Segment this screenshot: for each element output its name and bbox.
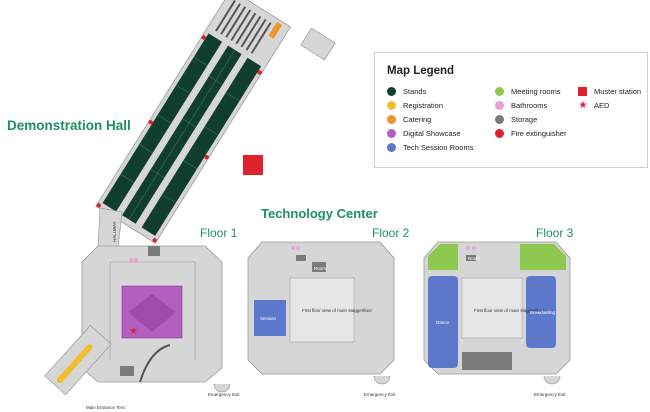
floor-2-session-caption: Session — [260, 316, 277, 321]
floor-3-room-caption: Room — [468, 256, 481, 261]
floor-3-plan — [423, 241, 571, 375]
storage-room — [462, 352, 512, 370]
tech-session-swatch-icon — [387, 143, 396, 152]
muster-station — [243, 155, 263, 175]
floor-2-plan — [247, 241, 395, 375]
floor-1-label: Floor 1 — [200, 226, 238, 240]
svg-text:HALLWAY: HALLWAY — [112, 221, 117, 242]
legend-item-label: Digital Showcase — [403, 129, 461, 138]
technology-center-title: Technology Center — [261, 206, 378, 221]
legend-item-digital-showcase: Digital Showcase — [387, 129, 461, 138]
floor-1-plan: ★ — [81, 245, 223, 383]
legend-item-storage: Storage — [495, 115, 537, 124]
fire-extinguisher — [148, 120, 153, 125]
digital-showcase-swatch-icon — [387, 129, 396, 138]
catering-swatch-icon — [387, 115, 396, 124]
fire-extinguisher — [204, 155, 209, 160]
bathroom — [129, 258, 133, 262]
legend-item-label: Muster station — [594, 87, 642, 96]
bathroom — [296, 246, 300, 250]
legend-item-label: Registration — [403, 101, 444, 110]
stand-row-middle — [122, 45, 242, 224]
emergency-exit-marker — [373, 375, 391, 385]
floor-2-central-caption: First floor view of main staggerfloor — [302, 308, 373, 313]
fire-extinguisher-swatch-icon — [495, 129, 504, 138]
stand-row-top — [102, 33, 223, 212]
meeting-room — [428, 244, 458, 270]
tech-session-room — [254, 300, 286, 336]
emergency-exit-marker — [543, 375, 561, 385]
legend-item-fire-extinguisher: Fire extinguisher — [495, 129, 566, 138]
legend-item-label: Fire extinguisher — [511, 129, 567, 138]
floor-2-emergency-exit-caption: Emergency Exit — [364, 392, 396, 397]
bathrooms-swatch-icon — [495, 101, 504, 110]
stands-swatch-icon — [387, 87, 396, 96]
legend-item-label: Catering — [403, 115, 432, 124]
fire-extinguisher — [257, 70, 262, 75]
fire-extinguisher — [152, 238, 157, 243]
demonstration-hall — [95, 0, 292, 244]
demonstration-hall-title: Demonstration Hall — [7, 118, 131, 133]
storage-room — [466, 255, 476, 261]
registration-desk — [268, 21, 283, 39]
legend-item-stands: Stands — [387, 87, 426, 96]
floor-3-label: Floor 3 — [536, 226, 574, 240]
legend-item-aed: ★ AED — [578, 100, 610, 111]
storage-swatch-icon — [495, 115, 504, 124]
legend-item-label: Stands — [403, 87, 427, 96]
legend-item-bathrooms: Bathrooms — [495, 101, 547, 110]
legend-item-label: AED — [594, 101, 610, 110]
floor-3-central-caption: First floor view of main staggerfloor — [474, 308, 545, 313]
floor-1-emergency-exit-caption: Emergency Exit — [208, 392, 240, 397]
aed-marker: ★ — [129, 326, 138, 337]
meeting-rooms-swatch-icon — [495, 87, 504, 96]
fire-extinguisher — [201, 35, 206, 40]
floor-2-room-caption: Room — [314, 266, 327, 271]
emergency-exit-marker — [213, 383, 231, 393]
legend-item-tech-session-rooms: Tech Session Rooms — [387, 143, 473, 152]
map-legend: Map Legend Stands Registration Catering … — [374, 52, 648, 168]
bathroom — [472, 246, 476, 250]
storage-room — [148, 246, 160, 256]
legend-title: Map Legend — [387, 65, 455, 77]
muster-station-swatch-icon — [578, 87, 587, 96]
bathroom — [466, 246, 470, 250]
legend-item-label: Bathrooms — [511, 101, 548, 110]
storage-room — [312, 262, 326, 272]
legend-item-label: Tech Session Rooms — [403, 143, 474, 152]
legend-item-label: Storage — [511, 115, 538, 124]
registration-swatch-icon — [387, 101, 396, 110]
legend-item-registration: Registration — [387, 101, 443, 110]
legend-item-muster-station: Muster station — [578, 87, 641, 96]
floor-3-left-caption: Dance — [436, 320, 450, 325]
aed-star-icon: ★ — [578, 100, 588, 111]
hallway: HALLWAY — [97, 207, 123, 249]
meeting-room — [520, 244, 566, 270]
fire-extinguisher — [96, 203, 101, 208]
bathroom — [134, 258, 138, 262]
storage-room — [296, 255, 306, 261]
stand-row-bottom — [141, 57, 262, 236]
legend-item-meeting-rooms: Meeting rooms — [495, 87, 561, 96]
floor-2-label: Floor 2 — [372, 226, 410, 240]
legend-item-label: Meeting rooms — [511, 87, 561, 96]
storage-room — [120, 366, 134, 376]
tech-session-room — [428, 276, 458, 368]
main-entrance-caption: Main Entrance Tent — [86, 405, 125, 410]
main-entrance-tent — [44, 324, 112, 396]
bathroom — [291, 246, 295, 250]
floor-3-right-caption: Breakfasting — [530, 310, 556, 315]
storage-building — [300, 27, 336, 61]
tech-session-room — [526, 276, 556, 348]
floor-3-emergency-exit-caption: Emergency Exit — [534, 392, 566, 397]
seating-area — [215, 0, 272, 54]
legend-item-catering: Catering — [387, 115, 431, 124]
